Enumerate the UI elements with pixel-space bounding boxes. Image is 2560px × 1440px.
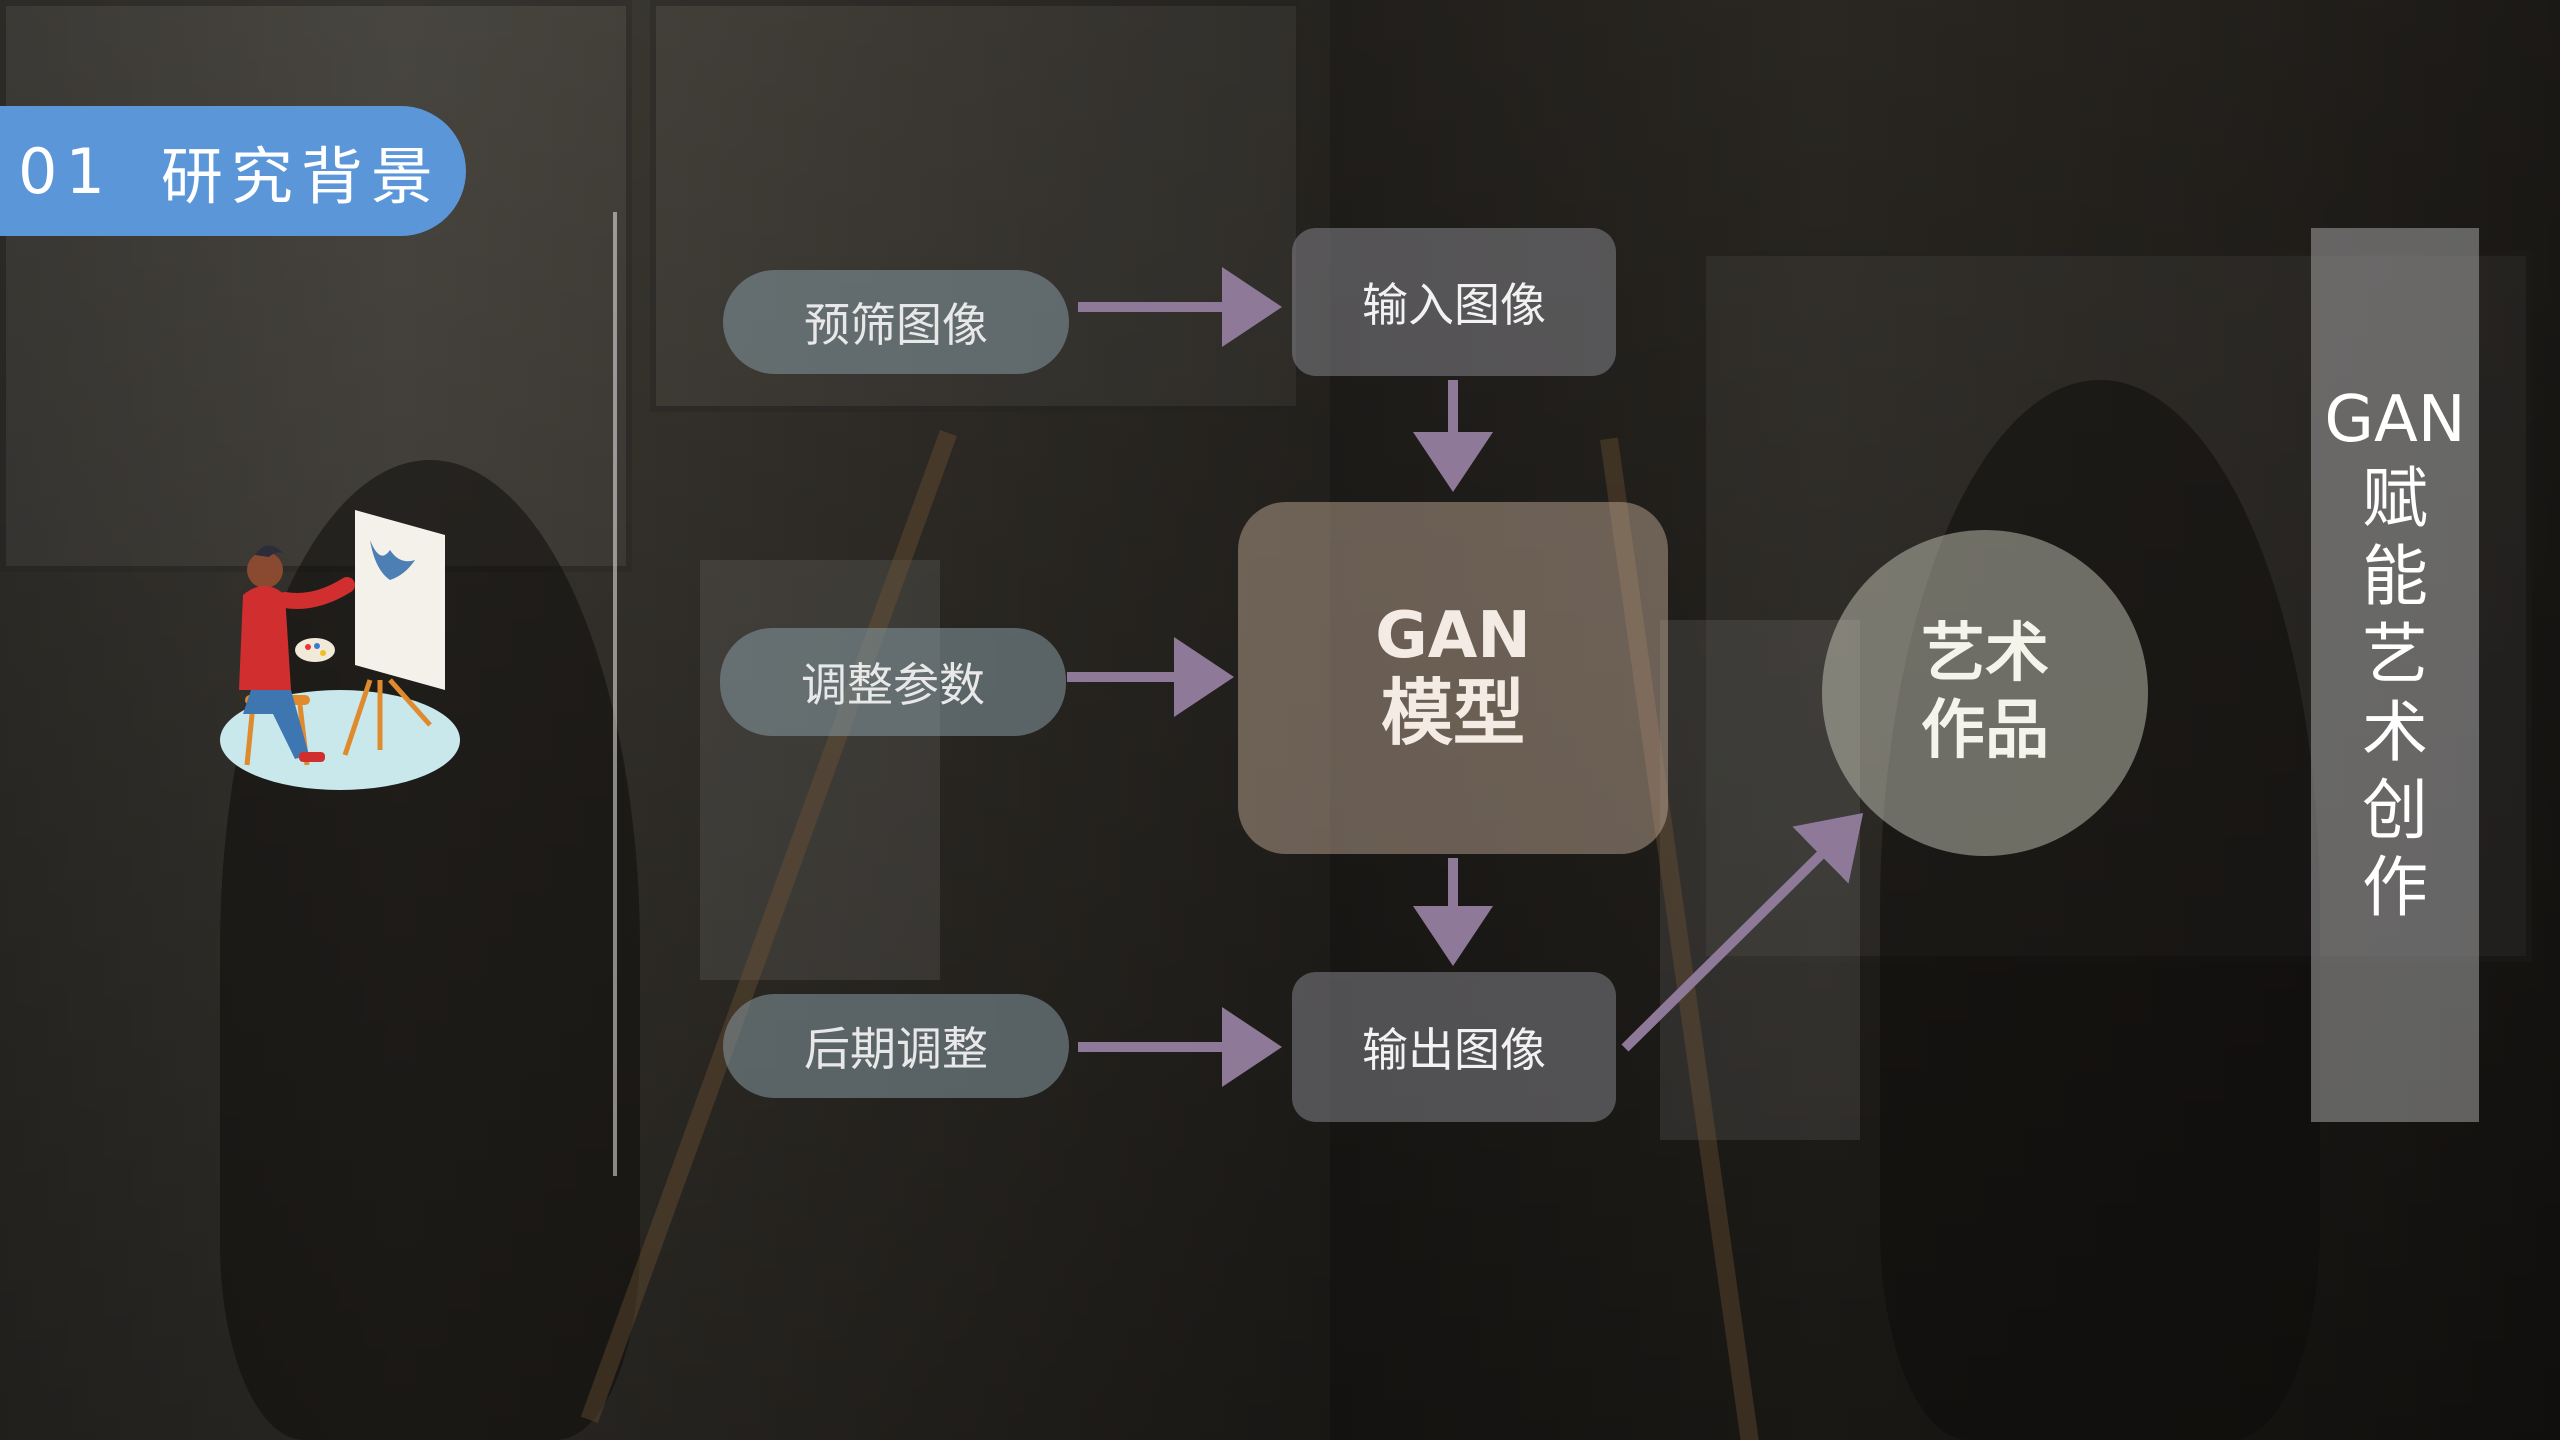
input-image-node: 输入图像 bbox=[1292, 228, 1616, 376]
gan-model-label-line1: GAN bbox=[1375, 599, 1531, 674]
gan-model-node: GAN 模型 bbox=[1238, 502, 1668, 854]
side-banner-char: 作 bbox=[2362, 849, 2428, 927]
artwork-node: 艺术 作品 bbox=[1822, 530, 2148, 856]
side-banner-char: 术 bbox=[2362, 693, 2428, 771]
painter-illustration-icon bbox=[220, 510, 460, 790]
background-painter-figure bbox=[1880, 380, 2320, 1440]
gan-model-label-line2: 模型 bbox=[1380, 670, 1525, 755]
prefilter-image-node: 预筛图像 bbox=[723, 270, 1069, 374]
background-window bbox=[0, 0, 632, 572]
artwork-label-line1: 艺术 bbox=[1921, 617, 2049, 692]
side-banner-char: 赋 bbox=[2362, 460, 2428, 537]
side-banner: GAN 赋 能 艺 术 创 作 bbox=[2311, 228, 2479, 1122]
side-banner-prefix: GAN bbox=[2324, 383, 2466, 457]
adjust-params-label: 调整参数 bbox=[801, 658, 985, 712]
side-banner-char: 能 bbox=[2362, 537, 2428, 615]
output-image-node: 输出图像 bbox=[1292, 972, 1616, 1122]
vertical-divider bbox=[613, 212, 617, 1176]
prefilter-image-label: 预筛图像 bbox=[804, 298, 988, 352]
arrow-output-to-artwork bbox=[1621, 812, 1864, 1052]
side-banner-char: 创 bbox=[2362, 771, 2428, 849]
input-image-label: 输入图像 bbox=[1362, 278, 1546, 332]
section-number: 01 bbox=[18, 134, 113, 208]
artwork-label-line2: 作品 bbox=[1921, 694, 2049, 768]
section-title: 研究背景 bbox=[160, 140, 441, 213]
post-adjust-node: 后期调整 bbox=[723, 994, 1069, 1098]
post-adjust-label: 后期调整 bbox=[804, 1022, 988, 1076]
adjust-params-node: 调整参数 bbox=[720, 628, 1066, 736]
side-banner-char: 艺 bbox=[2362, 615, 2428, 693]
output-image-label: 输出图像 bbox=[1362, 1023, 1546, 1077]
section-header-badge: 01 研究背景 bbox=[0, 106, 466, 236]
